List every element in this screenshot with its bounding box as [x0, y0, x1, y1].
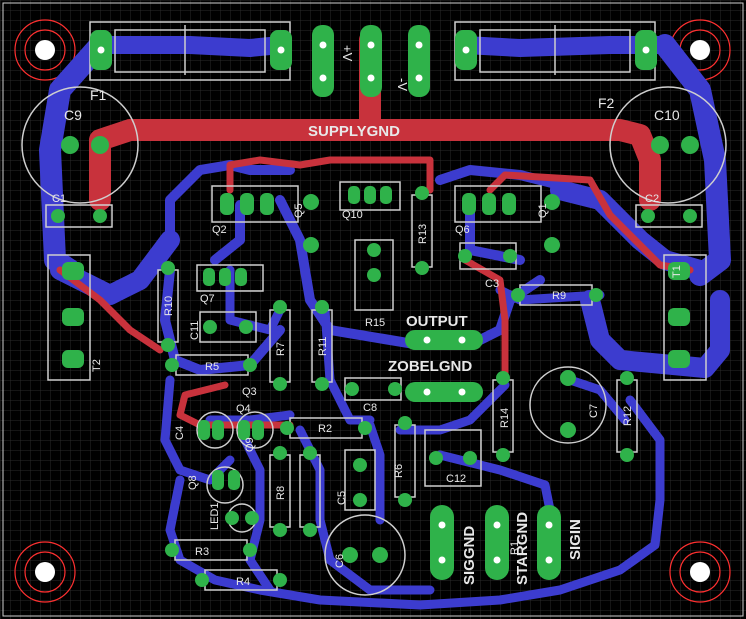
label-r5: R5: [205, 361, 219, 373]
label-f1: F1: [90, 87, 107, 103]
label-t2: T2: [91, 359, 103, 372]
label-q5: Q5: [293, 203, 305, 218]
label-c7: C7: [588, 404, 600, 418]
label-r10: R10: [163, 296, 175, 316]
component-labels: F1 F2 C9 C10 C1 C2 C3 C4 C5 C6 C7 C8 C11…: [52, 45, 683, 588]
label-r2: R2: [318, 423, 332, 435]
label-c2: C2: [645, 193, 659, 205]
net-label-stargnd: STARGND: [514, 512, 531, 585]
output-connector-pads: [405, 330, 483, 402]
label-c8: C8: [363, 402, 377, 414]
label-c10: C10: [654, 107, 680, 123]
label-r12: R12: [622, 406, 634, 426]
bottom-copper-traces: [39, 34, 731, 610]
label-q8: Q8: [187, 475, 199, 490]
label-q4: Q4: [236, 403, 251, 415]
label-r7: R7: [275, 342, 287, 356]
drill-holes: [97, 41, 650, 564]
mount-hole-br: [669, 541, 731, 603]
label-c4: C4: [174, 426, 186, 440]
label-r14: R14: [499, 408, 511, 428]
label-q3: Q3: [242, 386, 257, 398]
label-r8: R8: [275, 486, 287, 500]
label-c3: C3: [485, 278, 499, 290]
net-label-siggnd: SIGGND: [461, 526, 478, 585]
label-t1: T1: [671, 265, 683, 278]
label-q1: Q1: [537, 203, 549, 218]
mount-holes: [14, 19, 731, 603]
label-r15: R15: [365, 317, 385, 329]
supply-connector-pads: [312, 25, 430, 97]
net-label-zobelgnd: ZOBELGND: [388, 358, 472, 375]
label-c12: C12: [446, 473, 466, 485]
input-connector-pads: [430, 505, 561, 580]
label-c5: C5: [336, 491, 348, 505]
label-rail-neg: -V: [395, 78, 410, 91]
label-c1: C1: [52, 193, 66, 205]
label-q7: Q7: [200, 293, 215, 305]
label-q10: Q10: [342, 209, 363, 221]
label-q9: Q9: [244, 437, 256, 452]
net-label-output: OUTPUT: [406, 313, 468, 330]
net-labels: SUPPLYGND OUTPUT ZOBELGND SIGGND STARGND…: [308, 123, 584, 585]
mount-hole-tl: [14, 19, 76, 81]
transistor-pads: [203, 186, 516, 286]
label-r13: R13: [417, 224, 429, 244]
label-led1: LED1: [209, 502, 221, 530]
label-f2: F2: [598, 95, 615, 111]
label-r4: R4: [236, 576, 250, 588]
label-r1: R1: [509, 541, 521, 555]
net-label-sigin: SIGIN: [567, 519, 584, 560]
label-c9: C9: [64, 107, 82, 123]
power-transistor-pads: [62, 262, 690, 368]
label-r9: R9: [552, 290, 566, 302]
mount-hole-bl: [14, 541, 76, 603]
label-r3: R3: [195, 546, 209, 558]
label-q6: Q6: [455, 224, 470, 236]
label-rail-pos: +V: [340, 45, 355, 62]
label-r11: R11: [317, 337, 329, 356]
pads: [51, 25, 699, 587]
round-pads: [51, 136, 699, 587]
label-r6: R6: [393, 464, 405, 478]
net-label-supplygnd: SUPPLYGND: [308, 123, 400, 140]
label-q2: Q2: [212, 224, 227, 236]
label-c6: C6: [334, 554, 346, 568]
label-c11: C11: [189, 321, 201, 340]
